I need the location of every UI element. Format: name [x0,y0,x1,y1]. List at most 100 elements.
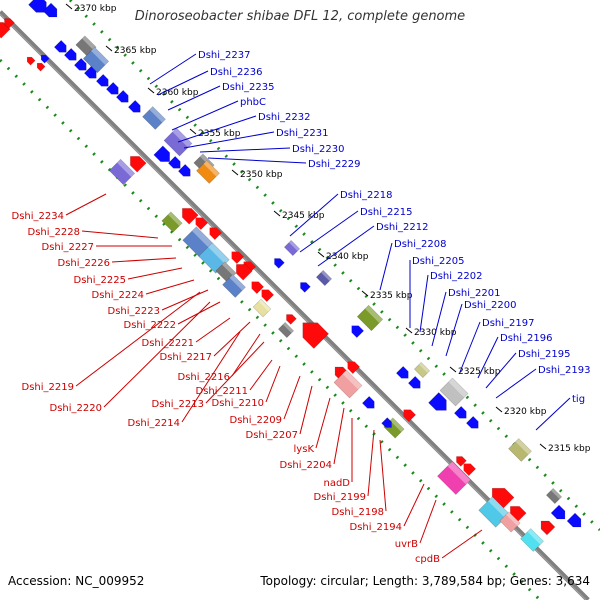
gene-shine [283,322,294,333]
gene-label-reverse: Dshi_2224 [92,290,144,301]
gene-arrow [40,54,50,64]
gene-arrow [300,282,311,293]
gene-44 [182,208,199,225]
leader-line [249,359,273,391]
gene-block [546,488,562,504]
tick-line [147,87,155,94]
gene-label-reverse: Dshi_2227 [42,242,94,253]
gene-55 [261,289,274,302]
gene-block [142,106,166,130]
gene-label-forward: phbC [240,97,266,108]
gene-65 [381,417,392,428]
leader-line [299,210,359,253]
gene-shine [222,261,237,276]
gene-58 [302,322,329,349]
leader-line [333,407,345,465]
gene-49 [231,251,244,264]
gene-24 [351,325,364,338]
gene-label-reverse: Dshi_2226 [58,258,110,269]
gene-arrow [236,264,253,281]
leader-line [205,341,265,404]
tick-label: 2335 kbp [370,291,413,301]
gene-36 [40,54,50,64]
gene-shine [229,274,246,291]
gene-22 [300,282,311,293]
gene-75 [540,520,556,536]
gene-11 [128,100,141,113]
gc-track-inner [0,58,542,600]
gene-track [0,0,582,552]
gene-arrow [153,145,170,162]
gene-block [356,304,384,332]
tick-line [405,327,413,334]
gene-8 [96,74,109,87]
gene-7 [84,66,97,79]
genome-summary-text: Topology: circular; Length: 3,789,584 bp… [260,574,590,588]
gene-shine [527,528,544,545]
gene-9 [106,82,119,95]
tick-label: 2320 kbp [504,407,547,417]
gene-label-forward: Dshi_2237 [198,50,250,61]
gene-arrow [362,396,375,409]
tick-line [449,366,457,373]
gene-26 [396,366,409,379]
gene-block [222,274,246,298]
gene-block [161,211,183,233]
gene-25 [414,362,430,378]
gene-41 [108,158,136,186]
gene-56 [252,298,272,318]
gene-shine [172,127,193,148]
gene-39 [4,18,15,29]
gene-label-forward: tig [572,394,585,405]
leader-line [445,303,463,357]
gene-63 [362,396,375,409]
gene-69 [437,461,471,495]
gene-shine [117,159,135,177]
gene-block [252,298,272,318]
gene-42 [130,156,147,173]
tick-line [273,210,281,217]
gene-block [82,46,110,74]
leader-line [161,289,209,311]
gene-label-reverse: Dshi_2234 [12,211,64,222]
leader-line [419,499,437,544]
gene-label-forward: Dshi_2202 [430,271,482,282]
reverse-labels: Dshi_2234Dshi_2228Dshi_2227Dshi_2226Dshi… [12,193,483,565]
gene-label-forward: Dshi_2231 [276,128,328,139]
gene-label-reverse: Dshi_2220 [50,403,102,414]
gene-arrow [26,56,36,66]
leader-line [283,375,301,420]
gene-shine [447,461,471,485]
gene-40 [26,56,36,66]
leader-line [81,230,159,239]
gene-shine [192,226,214,248]
gene-shine [91,47,109,65]
gene-18 [178,164,191,177]
gene-74 [520,528,544,552]
gene-block [333,369,363,399]
leader-line [495,368,537,399]
gene-34 [550,504,566,520]
gene-label-forward: Dshi_2208 [394,239,446,250]
tick-line [189,128,197,135]
gene-arrow [566,512,582,528]
gene-20 [274,258,285,269]
gene-block [108,158,136,186]
gene-57 [278,322,294,338]
leader-line [181,331,241,423]
gene-label-reverse: Dshi_2211 [196,386,248,397]
gene-19 [284,240,300,256]
gene-arrow [42,2,58,18]
tick-line [65,3,73,10]
tick-line [539,443,547,450]
gene-shine [321,270,332,281]
gene-17 [168,156,181,169]
gene-51 [236,264,253,281]
gene-4 [54,40,67,53]
leader-line [207,157,307,164]
gene-label-reverse: Dshi_2213 [152,399,204,410]
leader-line [145,279,195,295]
gene-46 [209,227,222,240]
gene-arrow [302,322,329,349]
